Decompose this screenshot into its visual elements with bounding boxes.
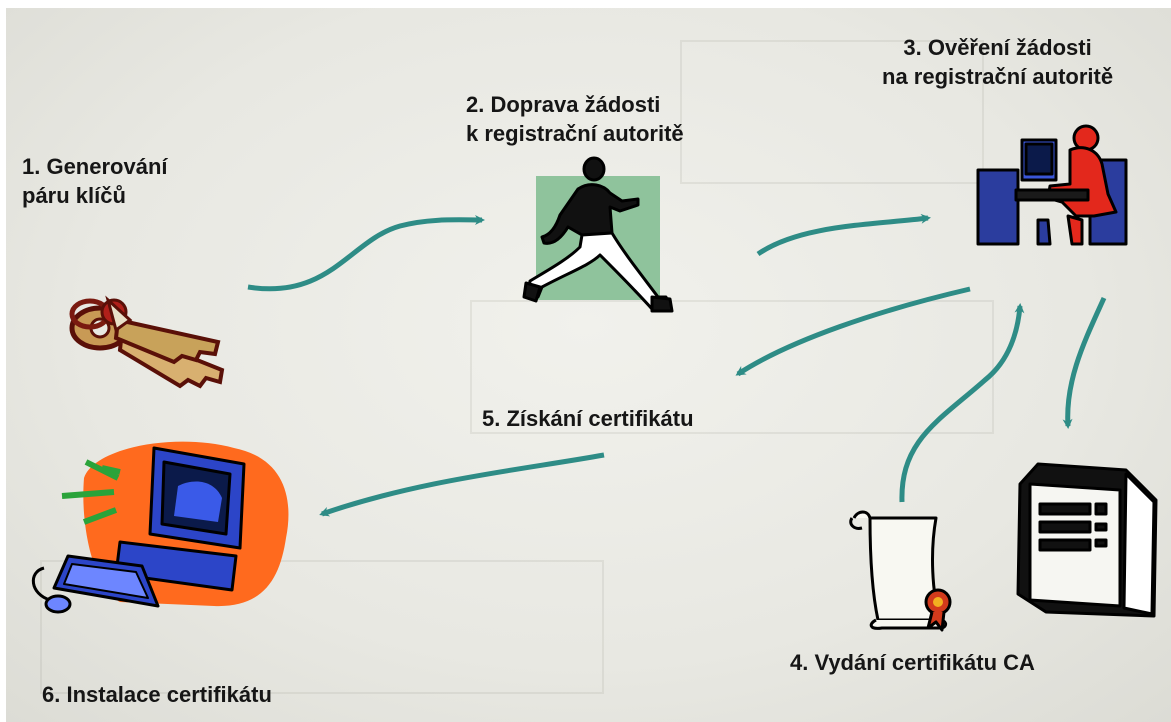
step-1-label: 1. Generování páru klíčů (22, 152, 168, 210)
arrow-step3-to-step4 (1062, 296, 1107, 429)
arrow-step2-to-step3 (756, 213, 931, 257)
photo-border-left (0, 0, 6, 722)
step-6-label: 6. Instalace certifikátu (42, 680, 272, 709)
step-6-line1: 6. Instalace certifikátu (42, 682, 272, 707)
ghost-box-top (680, 40, 984, 184)
arrow-step5-to-step6 (319, 452, 605, 517)
step-1-line2: páru klíčů (22, 183, 126, 208)
arrow-step1-to-step2 (247, 214, 485, 292)
ghost-box-middle (470, 300, 994, 434)
photo-border-top (0, 0, 1171, 8)
arrow-step3-to-step5 (735, 286, 971, 377)
step-5-line1: 5. Získání certifikátu (482, 406, 694, 431)
step-1-line1: 1. Generování (22, 154, 168, 179)
step-2-line2: k registrační autoritě (466, 121, 684, 146)
step-5-label: 5. Získání certifikátu (482, 404, 694, 433)
step-4-line1: 4. Vydání certifikátu CA (790, 650, 1035, 675)
step-3-label: 3. Ověření žádosti na registrační autori… (882, 33, 1113, 91)
step-3-line2: na registrační autoritě (882, 64, 1114, 89)
ghost-box-bottom (40, 560, 604, 694)
step-4-label: 4. Vydání certifikátu CA (790, 648, 1035, 677)
step-2-line1: 2. Doprava žádosti (466, 92, 661, 117)
arrow-step4-to-step3 (899, 303, 1025, 503)
step-3-line1: 3. Ověření žádosti (903, 35, 1092, 60)
step-2-label: 2. Doprava žádosti k registrační autorit… (466, 90, 684, 148)
